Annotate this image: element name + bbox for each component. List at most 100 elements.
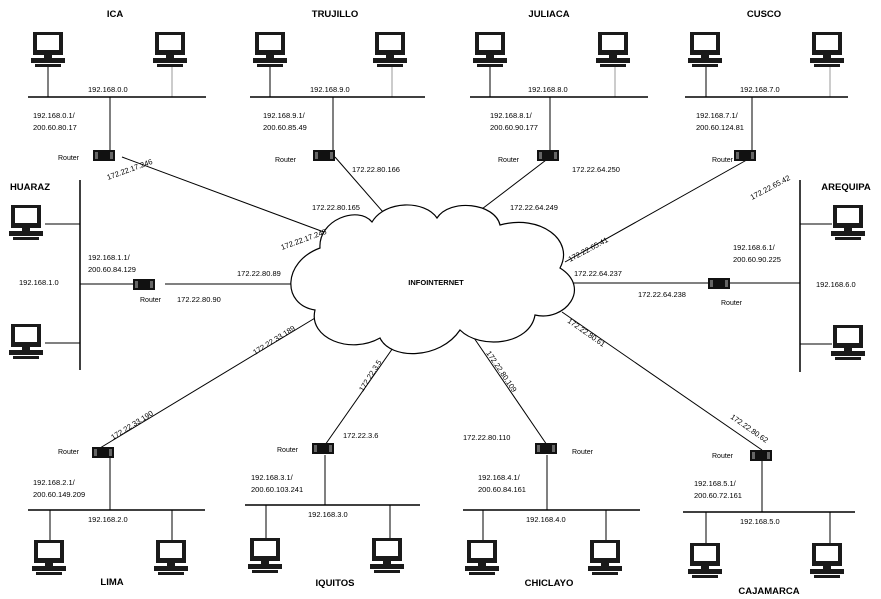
gateway-private-label: 192.168.9.1/ [263,111,306,120]
router-icon [537,150,559,161]
router-label: Router [140,297,162,304]
wan-router-ip: 172.22.64.238 [638,290,686,299]
wan-cloud-ip: 172.22.80.109 [484,349,518,394]
wan-router-ip: 172.22.80.62 [729,412,770,444]
site-name: CUSCO [747,9,781,20]
router-label: Router [58,449,80,456]
computer-icon [688,32,722,67]
site-name: CAJAMARCA [738,586,799,597]
site-arequipa: AREQUIPA 192.168.6.0 192.168.6.1/ 200.60… [574,180,871,372]
router-icon [313,150,335,161]
gateway-public-label: 200.60.149.209 [33,490,85,499]
gateway-public-label: 200.60.84.129 [88,265,136,274]
wan-cloud-ip: 172.22.80.165 [312,203,360,212]
wan-links [99,156,763,451]
lan-network-label: 192.168.8.0 [528,85,568,94]
site-name: LIMA [100,577,123,588]
computer-icon [588,540,622,575]
lan-network-label: 192.168.0.0 [88,85,128,94]
site-huaraz: HUARAZ 192.168.1.0 192.168.1.1/ 200.60.8… [9,180,281,370]
computer-icon [596,32,630,67]
gateway-public-label: 200.60.72.161 [694,491,742,500]
site-name: AREQUIPA [821,182,871,193]
router-icon [133,279,155,290]
gateway-public-label: 200.60.80.17 [33,123,77,132]
lan-network-label: 192.168.1.0 [19,278,59,287]
lan-network-label: 192.168.9.0 [310,85,350,94]
wan-link-lima [99,311,326,449]
wan-link-iquitos [324,344,396,446]
router-label: Router [712,453,734,460]
gateway-public-label: 200.60.90.177 [490,123,538,132]
gateway-public-label: 200.60.90.225 [733,255,781,264]
lan-network-label: 192.168.3.0 [308,510,348,519]
gateway-private-label: 192.168.1.1/ [88,253,131,262]
computer-icon [810,32,844,67]
computer-icon [465,540,499,575]
wan-cloud-ip: 172.22.80.89 [237,269,281,278]
wan-router-ip: 172.22.3.6 [343,431,378,440]
router-label: Router [58,155,80,162]
router-icon [93,150,115,161]
wan-link-trujillo [334,156,384,213]
gateway-private-label: 192.168.8.1/ [490,111,533,120]
internet-cloud: INFOINTERNET [290,204,575,355]
router-label: Router [498,157,520,164]
wan-router-ip: 172.22.80.166 [352,165,400,174]
wan-link-ica [121,156,341,239]
router-icon [535,443,557,454]
site-name: ICA [107,9,124,20]
site-name: JULIACA [528,9,569,20]
gateway-private-label: 192.168.5.1/ [694,479,737,488]
router-icon [734,150,756,161]
wan-cloud-ip: 172.22.33.189 [251,324,296,357]
site-name: HUARAZ [10,182,50,193]
site-iquitos: IQUITOS 192.168.3.0 192.168.3.1/ 200.60.… [245,358,420,589]
wan-router-ip: 172.22.65.42 [749,173,792,202]
lan-network-label: 192.168.2.0 [88,515,128,524]
site-name: TRUJILLO [312,9,358,20]
computer-icon [248,538,282,573]
wan-cloud-ip: 172.22.64.249 [510,203,558,212]
gateway-private-label: 192.168.4.1/ [478,473,521,482]
computer-icon [32,540,66,575]
computer-icon [831,325,865,360]
gateway-private-label: 192.168.6.1/ [733,243,776,252]
wan-link-cusco [564,156,753,263]
wan-link-cajamarca [561,311,763,451]
wan-cloud-ip: 172.22.65.41 [567,235,610,264]
site-trujillo: TRUJILLO 192.168.9.0 192.168.9.1/ 200.60… [250,9,425,212]
router-icon [312,443,334,454]
lan-network-label: 192.168.5.0 [740,517,780,526]
wan-cloud-ip: 172.22.80.61 [566,316,607,348]
wan-router-ip: 172.22.80.90 [177,295,221,304]
gateway-public-label: 200.60.124.81 [696,123,744,132]
wan-router-ip: 172.22.64.250 [572,165,620,174]
gateway-public-label: 200.60.85.49 [263,123,307,132]
gateway-private-label: 192.168.2.1/ [33,478,76,487]
router-icon [750,450,772,461]
computer-icon [31,32,65,67]
computer-icon [9,324,43,359]
router-icon [92,447,114,458]
router-label: Router [712,157,734,164]
computer-icon [370,538,404,573]
router-icon [708,278,730,289]
cloud-label: INFOINTERNET [408,278,464,287]
gateway-public-label: 200.60.84.161 [478,485,526,494]
computer-icon [473,32,507,67]
computer-icon [688,543,722,578]
router-label: Router [277,447,299,454]
computer-icon [810,543,844,578]
site-name: IQUITOS [316,578,355,589]
router-label: Router [721,300,743,307]
computer-icon [9,205,43,240]
gateway-private-label: 192.168.3.1/ [251,473,294,482]
computer-icon [154,540,188,575]
wan-link-chiclayo [471,334,548,446]
lan-network-label: 192.168.4.0 [526,515,566,524]
wan-cloud-ip: 172.22.3.5 [357,358,383,393]
site-juliaca: JULIACA 192.168.8.0 192.168.8.1/ 200.60.… [470,9,648,212]
site-chiclayo: CHICLAYO 192.168.4.0 192.168.4.1/ 200.60… [463,349,640,589]
